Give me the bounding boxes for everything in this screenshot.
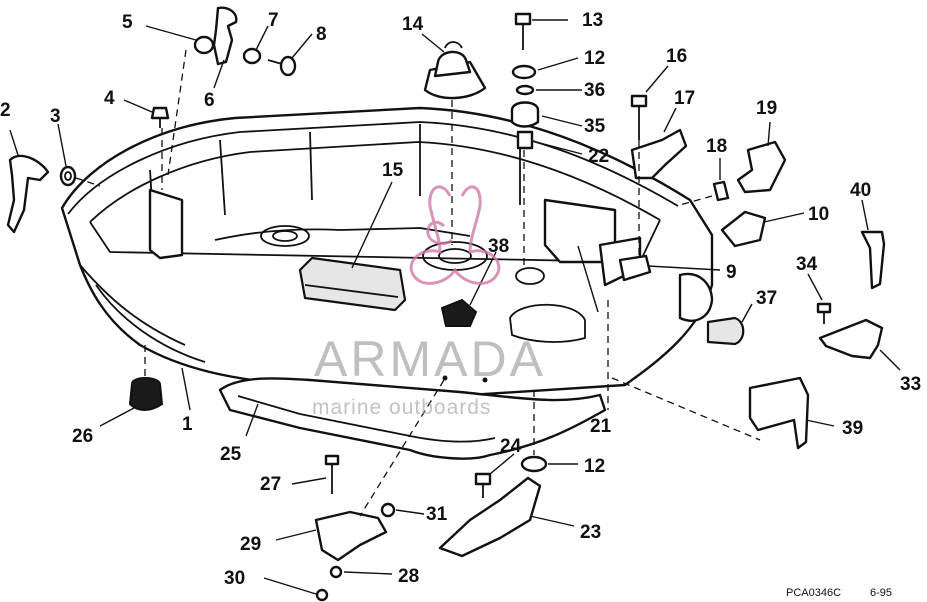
watermark: ARMADA marine outboards xyxy=(312,185,546,419)
callout-label: 25 xyxy=(220,444,242,465)
callout-label: 16 xyxy=(666,46,687,67)
spring-9 xyxy=(618,254,652,282)
callout-label: 13 xyxy=(582,10,603,31)
callout-label: 15 xyxy=(382,160,404,181)
drawing-code: PCA0346C xyxy=(786,587,841,599)
callout-label: 8 xyxy=(316,24,327,45)
bracket-17 xyxy=(630,128,688,180)
callout-label: 9 xyxy=(726,262,737,283)
clip-38 xyxy=(440,298,478,327)
callout-label: 24 xyxy=(500,436,522,457)
nut-31 xyxy=(380,502,396,518)
callout-label: 18 xyxy=(706,136,727,157)
drawing-reference: PCA0346C 6-95 xyxy=(786,587,892,599)
washer-18 xyxy=(712,180,730,202)
grommet-26 xyxy=(128,377,164,411)
bracket-33 xyxy=(818,318,884,360)
callout-label: 40 xyxy=(850,180,871,201)
callout-label: 35 xyxy=(584,116,606,137)
callout-label: 5 xyxy=(122,12,133,33)
clip-7 xyxy=(242,47,262,65)
washer-5 xyxy=(193,35,215,55)
callout-label: 19 xyxy=(756,98,777,119)
callout-label: 14 xyxy=(402,14,424,35)
drawing-date: 6-95 xyxy=(870,587,892,599)
screw-21 xyxy=(577,245,599,313)
screw-34 xyxy=(816,302,832,324)
callout-label: 33 xyxy=(900,374,921,395)
sleeve-22 xyxy=(516,130,534,150)
callout-label: 36 xyxy=(584,80,605,101)
callout-label: 28 xyxy=(398,566,419,587)
latch-6 xyxy=(212,6,238,66)
grommet-14 xyxy=(423,41,487,100)
bolt-13 xyxy=(514,12,532,50)
connector-19 xyxy=(736,140,787,194)
callout-label: 2 xyxy=(0,100,11,121)
shift-lever xyxy=(6,154,50,234)
plate-39 xyxy=(748,376,810,450)
callout-label: 37 xyxy=(756,288,777,309)
callout-label: 29 xyxy=(240,534,261,555)
callout-label: 30 xyxy=(224,568,245,589)
bracket-29 xyxy=(314,510,388,562)
clip-10 xyxy=(720,210,767,248)
callout-label: 26 xyxy=(72,426,93,447)
callout-label: 22 xyxy=(588,146,609,167)
pin-40 xyxy=(860,230,886,290)
callout-label: 12 xyxy=(584,456,605,477)
bolt-16 xyxy=(630,94,648,140)
callout-label: 34 xyxy=(796,254,818,275)
washer-12-bottom xyxy=(520,455,548,473)
screw-30 xyxy=(315,588,329,602)
callout-label: 38 xyxy=(488,236,509,257)
callout-label: 39 xyxy=(842,418,863,439)
screw-8 xyxy=(267,55,297,77)
bracket-23 xyxy=(438,476,542,558)
callout-label: 1 xyxy=(182,414,193,435)
armada-logo-icon xyxy=(409,185,501,285)
callout-label: 6 xyxy=(204,90,215,111)
callout-label: 21 xyxy=(590,416,612,437)
callout-label: 17 xyxy=(674,88,695,109)
assembly-lines xyxy=(75,49,761,517)
washer-36 xyxy=(515,84,535,96)
washer-12-top xyxy=(511,64,537,80)
cap-37 xyxy=(706,316,745,346)
grommet-35 xyxy=(510,101,540,128)
screw-4 xyxy=(150,106,170,128)
screw-27 xyxy=(324,454,340,494)
leader-lines xyxy=(9,19,901,595)
callout-labels: 1 2 3 4 5 6 7 8 9 10 12 12 13 14 15 16 1… xyxy=(0,10,921,589)
callout-label: 31 xyxy=(426,504,448,525)
washer-3 xyxy=(59,165,77,187)
watermark-tagline: marine outboards xyxy=(312,396,491,419)
callout-label: 7 xyxy=(268,10,279,31)
callout-label: 10 xyxy=(808,204,829,225)
callout-label: 27 xyxy=(260,474,281,495)
watermark-brand: ARMADA xyxy=(314,331,546,387)
callout-label: 23 xyxy=(580,522,601,543)
lower-motor-cover xyxy=(60,106,714,397)
nut-28 xyxy=(329,565,343,579)
callout-label: 3 xyxy=(50,106,61,127)
screw-24 xyxy=(474,472,492,498)
callout-label: 4 xyxy=(104,88,115,109)
callout-label: 12 xyxy=(584,48,605,69)
